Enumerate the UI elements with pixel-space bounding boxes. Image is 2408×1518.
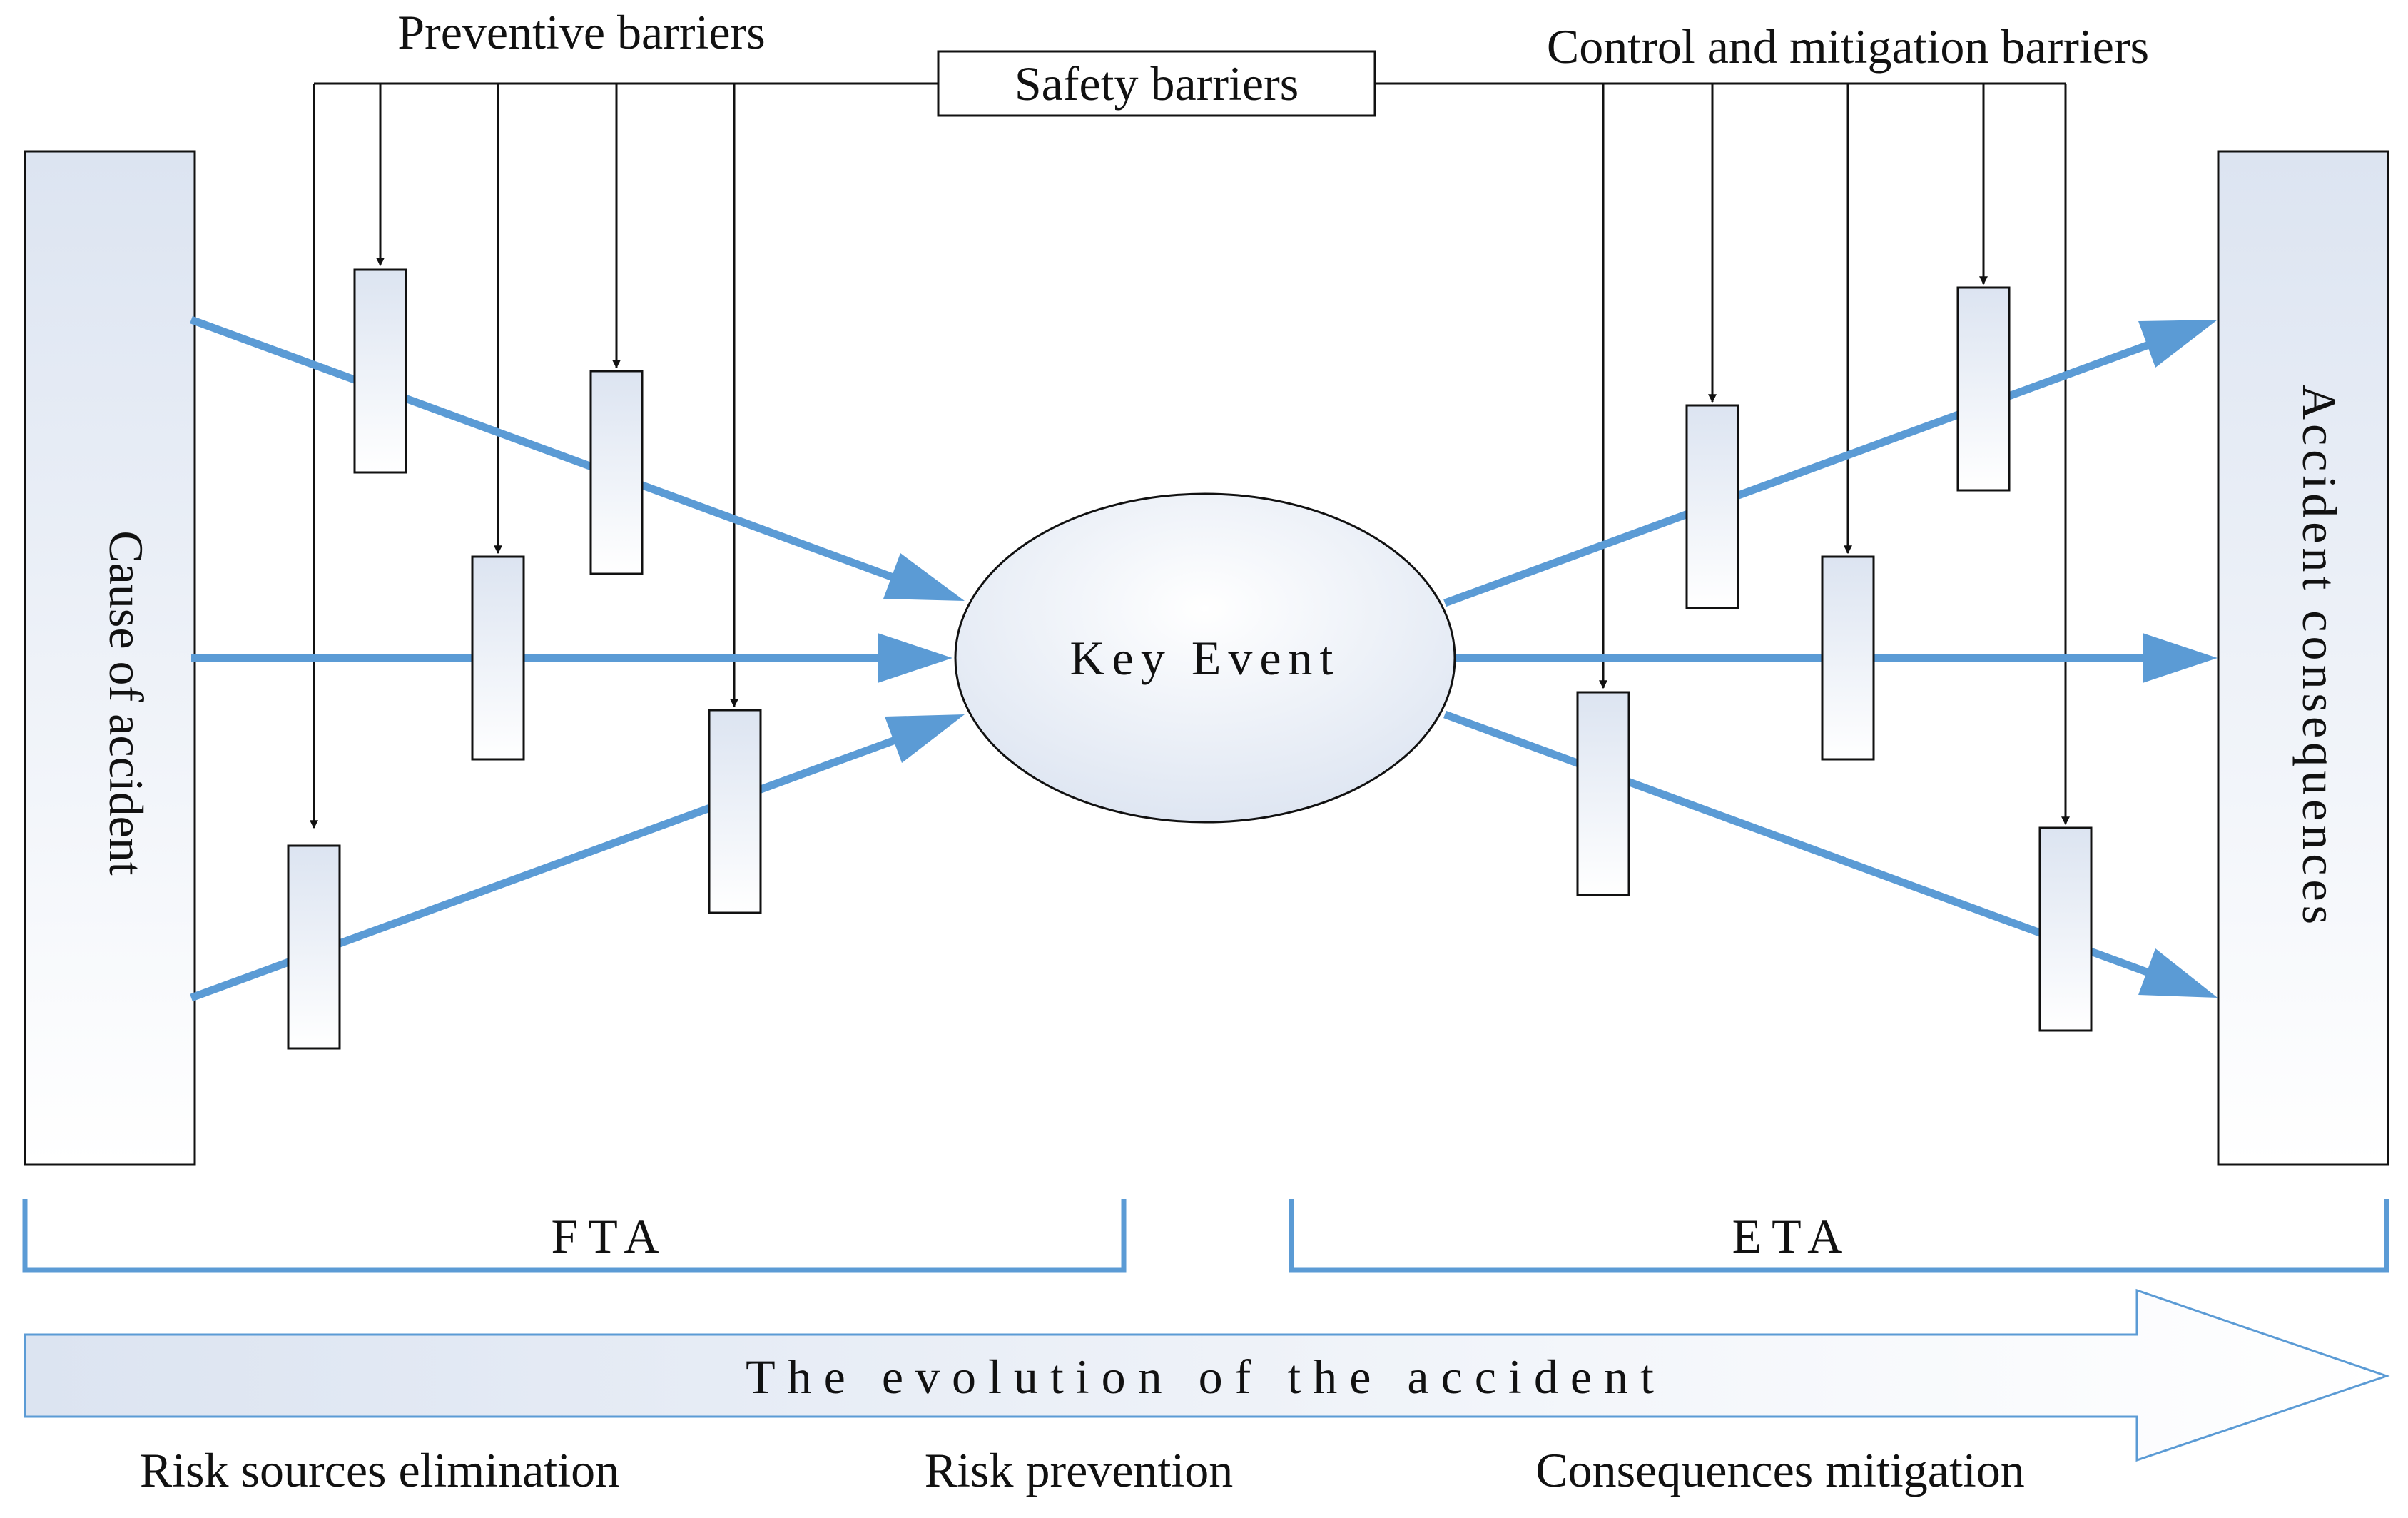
barrier-block [1685, 404, 1739, 609]
accident-consequences-label: Accident consequences [2292, 385, 2347, 928]
barrier-block [589, 370, 644, 575]
flow-arrowhead [2138, 948, 2218, 998]
fta-bracket: FTA [22, 1199, 1127, 1273]
risk-sources-elimination-label: Risk sources elimination [140, 1443, 619, 1497]
mitigation-barrier-blocks [1576, 286, 2093, 1032]
risk-prevention-label: Risk prevention [925, 1443, 1234, 1497]
barrier-block [708, 709, 762, 914]
safety-barriers-box: Safety barriers [937, 50, 1376, 117]
flow-arrowhead [885, 714, 965, 763]
barrier-block [1576, 691, 1630, 896]
eta-bracket: ETA [1289, 1199, 2389, 1273]
evolution-label: The evolution of the accident [746, 1350, 1666, 1404]
flow-arrowhead [2143, 633, 2218, 683]
accident-consequences-box: Accident consequences [2217, 150, 2389, 1166]
control-mitigation-barriers-label: Control and mitigation barriers [1547, 19, 2149, 74]
barrier-block [353, 268, 407, 474]
consequences-mitigation-label: Consequences mitigation [1535, 1443, 2025, 1497]
barrier-block [1956, 286, 2011, 492]
safety-barriers-label: Safety barriers [1015, 56, 1299, 111]
cause-of-accident-label: Cause of accident [99, 530, 153, 875]
eta-label: ETA [1732, 1209, 1853, 1263]
flow-arrow-top-left [190, 315, 900, 584]
flow-arrow-bottom-right [1443, 710, 2156, 979]
evolution-arrow: The evolution of the accident [24, 1288, 2390, 1462]
key-event-node: Key Event [954, 492, 1456, 824]
flow-arrowhead [2138, 320, 2218, 368]
barrier-block [471, 555, 525, 761]
flow-arrowhead [878, 633, 952, 683]
barrier-distribution-lines [310, 82, 2070, 829]
flow-arrow-top-right [1443, 338, 2156, 607]
barrier-block [2038, 826, 2093, 1032]
key-event-label: Key Event [1070, 631, 1341, 685]
fta-label: FTA [551, 1209, 669, 1263]
flow-arrowhead [883, 553, 965, 601]
preventive-barrier-blocks [287, 268, 762, 1050]
cause-of-accident-box: Cause of accident [24, 150, 196, 1166]
barrier-block [1821, 555, 1875, 761]
preventive-barriers-label: Preventive barriers [397, 5, 765, 59]
barrier-block [287, 844, 341, 1050]
